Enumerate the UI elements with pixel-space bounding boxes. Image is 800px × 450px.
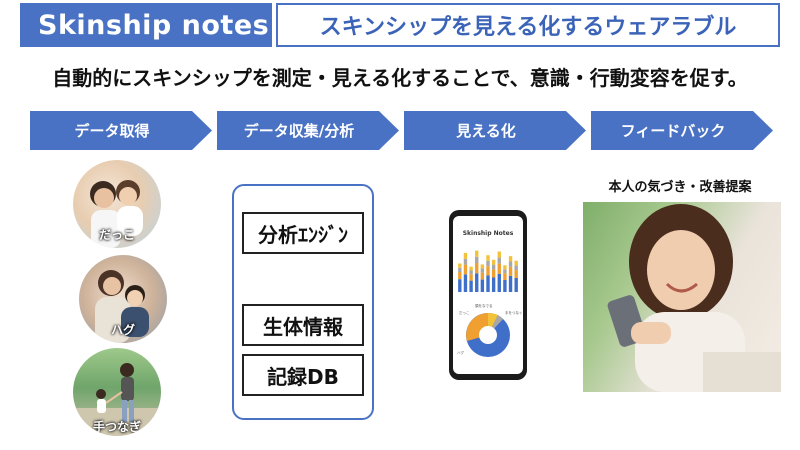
bar-segment — [514, 260, 518, 266]
bar-segment — [463, 274, 468, 292]
app-title: Skinship Notes — [462, 230, 514, 237]
bar-segment — [486, 266, 490, 276]
biometric-info-module: 生体情報 — [242, 304, 364, 346]
bar-segment — [514, 265, 518, 271]
bar-segment — [508, 266, 513, 276]
bar-segment — [508, 256, 513, 262]
feedback-photo — [583, 202, 781, 392]
record-db-module: 記録DB — [242, 354, 364, 396]
phone-screen: Skinship Notes 頭をなでる だっこ 手をつなぐ ハグ — [453, 216, 523, 374]
stacked-bar-chart — [458, 250, 518, 292]
smartphone: Skinship Notes 頭をなでる だっこ 手をつなぐ ハグ — [449, 210, 527, 380]
bar-segment — [491, 264, 496, 270]
photo-dakko: だっこ — [73, 160, 161, 248]
brand-title: Skinship notes — [20, 3, 272, 47]
bar-segment — [508, 275, 513, 292]
step-arrow-visualization: 見える化 — [404, 111, 586, 150]
header-subtitle: スキンシップを見える化するウェアラブル — [276, 3, 780, 47]
hug-illustration — [95, 270, 149, 343]
step-arrow-data-analysis: データ収集/分析 — [217, 111, 399, 150]
bar-segment — [514, 270, 518, 278]
analysis-system-box: 分析ｴﾝｼﾞﾝ 生体情報 記録DB — [232, 184, 374, 420]
bar-segment — [480, 272, 485, 280]
analysis-engine-module: 分析ｴﾝｼﾞﾝ — [242, 212, 364, 254]
bar-segment — [480, 279, 485, 292]
bar-segment — [480, 264, 485, 269]
bar-segment — [458, 263, 462, 268]
bar-segment — [475, 263, 479, 274]
bar-segment — [475, 256, 479, 264]
photo-tsunagi: 手つなぎ — [73, 348, 161, 436]
bar-segment — [458, 272, 462, 280]
bar-segment — [503, 273, 507, 280]
woman-with-phone-illustration — [607, 204, 781, 392]
bar-segment — [480, 268, 485, 273]
bar-segment — [469, 274, 473, 281]
parent-child-illustration — [90, 180, 143, 248]
bar-segment — [486, 255, 490, 261]
step-arrow-feedback: フィードバック — [591, 111, 773, 150]
pie-label-2: 手をつなぐ — [505, 311, 523, 315]
bar-segment — [497, 251, 501, 258]
bar-segment — [469, 266, 473, 271]
bar-segment — [463, 264, 468, 275]
bar-segment — [503, 269, 507, 274]
step-arrow-data-acquisition: データ取得 — [30, 111, 212, 150]
bar-segment — [486, 275, 490, 292]
bar-segment — [458, 267, 462, 273]
pie-label-0: 頭をなでる — [475, 304, 493, 308]
bar-segment — [497, 257, 501, 264]
bar-segment — [497, 263, 501, 274]
bar-segment — [475, 250, 479, 257]
bar-segment — [491, 269, 496, 278]
bar-segment — [463, 252, 468, 259]
photo-caption-tsunagi: 手つなぎ — [92, 420, 141, 434]
bar-segment — [475, 273, 479, 292]
bar-segment — [469, 270, 473, 275]
bar-segment — [503, 279, 507, 292]
photo-hagu: ハグ — [79, 255, 167, 343]
bar-segment — [497, 273, 501, 292]
bar-segment — [486, 260, 490, 267]
pie-chart — [466, 312, 510, 357]
bar-segment — [503, 265, 507, 270]
feedback-caption: 本人の気づき・改善提案 — [608, 180, 752, 195]
bar-segment — [508, 261, 513, 267]
pie-center — [479, 326, 497, 344]
bar-segment — [463, 258, 468, 265]
bar-segment — [469, 280, 473, 292]
pie-label-3: ハグ — [457, 351, 464, 355]
bar-segment — [491, 277, 496, 292]
photo-caption-hagu: ハグ — [110, 323, 135, 337]
bar-segment — [491, 259, 496, 265]
photo-caption-dakko: だっこ — [98, 228, 135, 242]
bar-segment — [514, 277, 518, 292]
main-message: 自動的にスキンシップを測定・見える化することで、意識・行動変容を促す。 — [52, 66, 748, 90]
bar-segment — [458, 279, 462, 292]
pie-label-1: だっこ — [459, 311, 470, 315]
